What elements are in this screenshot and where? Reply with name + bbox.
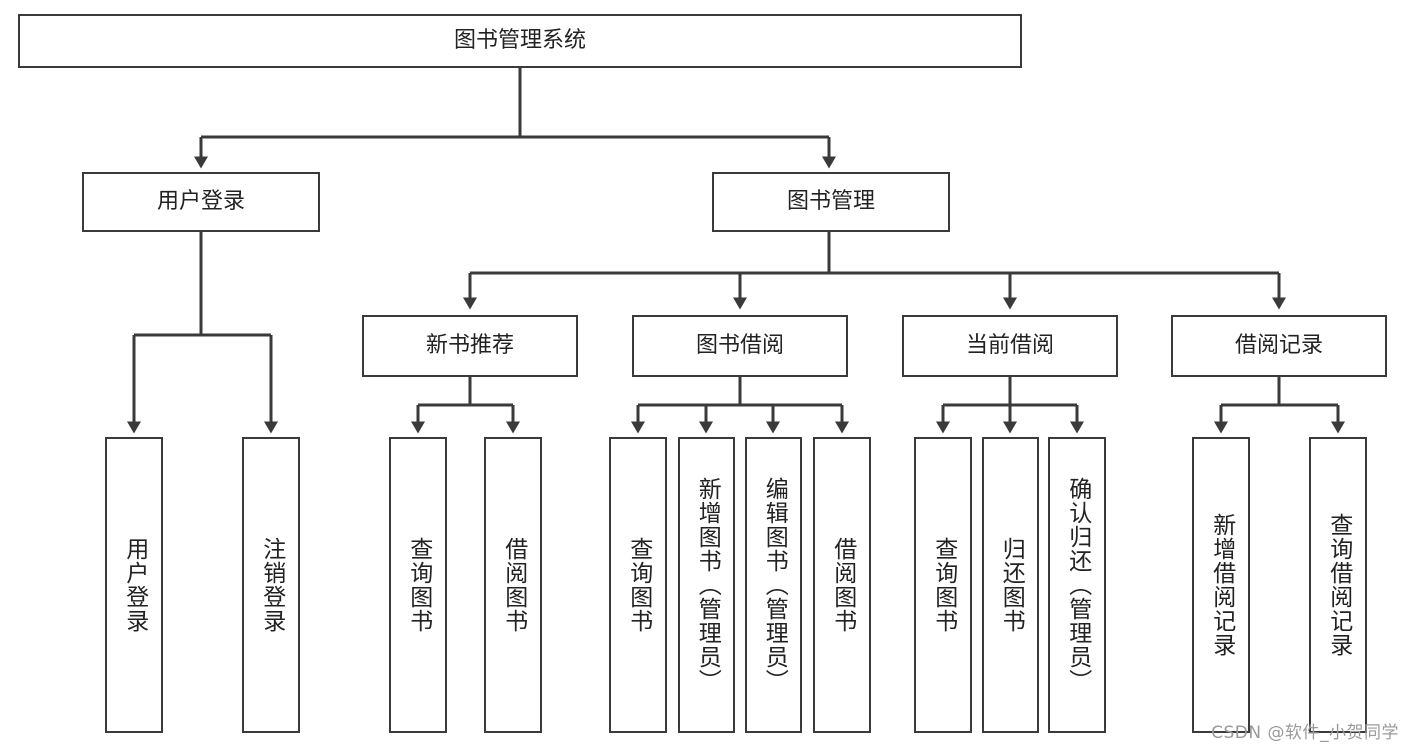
leaf-return-book-label: 归还图书 (998, 537, 1025, 633)
leaf-borrow-book-1[interactable]: 借阅图书 (484, 437, 542, 733)
leaf-add-book-label: 新增图书（管理员） (694, 477, 721, 693)
node-book-manage[interactable]: 图书管理 (712, 172, 950, 232)
leaf-query-book-3[interactable]: 查询图书 (914, 437, 972, 733)
leaf-query-book-2-label: 查询图书 (625, 537, 652, 633)
leaf-add-record[interactable]: 新增借阅记录 (1192, 437, 1250, 733)
leaf-logout-label: 注销登录 (258, 537, 285, 633)
leaf-confirm-return-label: 确认归还（管理员） (1064, 477, 1091, 693)
leaf-confirm-return[interactable]: 确认归还（管理员） (1048, 437, 1106, 733)
leaf-query-book-3-label: 查询图书 (930, 537, 957, 633)
leaf-query-record-label: 查询借阅记录 (1325, 513, 1352, 657)
leaf-edit-book-label: 编辑图书（管理员） (761, 477, 788, 693)
node-borrow-record-label: 借阅记录 (1234, 332, 1323, 358)
node-new-book-rec[interactable]: 新书推荐 (362, 315, 578, 377)
leaf-borrow-book-2-label: 借阅图书 (829, 537, 856, 633)
node-current-borrow[interactable]: 当前借阅 (902, 315, 1118, 377)
node-book-borrow[interactable]: 图书借阅 (632, 315, 848, 377)
node-book-manage-label: 图书管理 (786, 188, 875, 214)
node-user-login[interactable]: 用户登录 (82, 172, 320, 232)
leaf-edit-book[interactable]: 编辑图书（管理员） (745, 437, 802, 733)
leaf-user-login-label: 用户登录 (121, 537, 148, 633)
node-borrow-record[interactable]: 借阅记录 (1171, 315, 1387, 377)
node-book-borrow-label: 图书借阅 (695, 332, 784, 358)
leaf-query-book-1-label: 查询图书 (405, 537, 432, 633)
node-root-label: 图书管理系统 (453, 27, 586, 53)
leaf-logout[interactable]: 注销登录 (242, 437, 300, 733)
leaf-user-login[interactable]: 用户登录 (105, 437, 163, 733)
leaf-borrow-book-1-label: 借阅图书 (500, 537, 527, 633)
leaf-query-record[interactable]: 查询借阅记录 (1309, 437, 1367, 733)
node-current-borrow-label: 当前借阅 (965, 332, 1054, 358)
leaf-add-book[interactable]: 新增图书（管理员） (678, 437, 735, 733)
leaf-return-book[interactable]: 归还图书 (982, 437, 1039, 733)
leaf-query-book-1[interactable]: 查询图书 (389, 437, 447, 733)
watermark: CSDN @软件_小贺同学 (1211, 723, 1399, 743)
leaf-add-record-label: 新增借阅记录 (1208, 513, 1235, 657)
node-root[interactable]: 图书管理系统 (18, 14, 1022, 68)
leaf-query-book-2[interactable]: 查询图书 (609, 437, 667, 733)
node-user-login-label: 用户登录 (156, 188, 245, 214)
leaf-borrow-book-2[interactable]: 借阅图书 (813, 437, 871, 733)
node-new-book-rec-label: 新书推荐 (425, 332, 514, 358)
